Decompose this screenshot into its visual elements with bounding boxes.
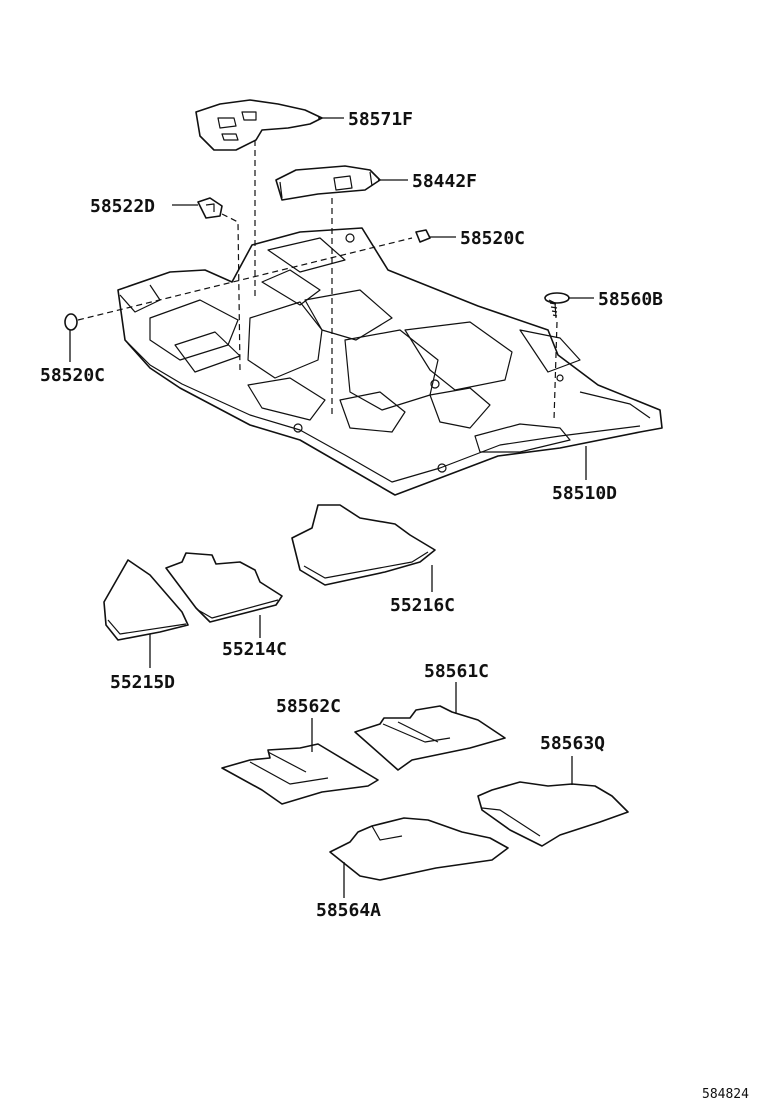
label-58510D: 58510D <box>552 483 617 504</box>
mat-58564A[interactable] <box>329 817 509 881</box>
label-55216C: 55216C <box>390 595 455 616</box>
clip-58522D[interactable] <box>197 197 223 219</box>
mat-58561C[interactable] <box>354 705 506 771</box>
clip-58520C-left[interactable] <box>64 313 78 331</box>
insulator-58571F[interactable] <box>195 99 323 151</box>
mat-55214C[interactable] <box>165 552 283 623</box>
label-55215D: 55215D <box>110 672 175 693</box>
pad-58442F[interactable] <box>275 165 381 201</box>
mat-55215D[interactable] <box>103 559 189 641</box>
assembly-lines <box>77 140 558 421</box>
label-58561C: 58561C <box>424 661 489 682</box>
label-58562C: 58562C <box>276 696 341 717</box>
leader-lines <box>69 117 594 898</box>
mat-58563Q[interactable] <box>477 781 629 847</box>
label-58520C-left: 58520C <box>40 365 105 386</box>
label-58522D: 58522D <box>90 196 155 217</box>
label-58442F: 58442F <box>412 171 477 192</box>
label-58520C-right: 58520C <box>460 228 525 249</box>
mat-58562C[interactable] <box>221 743 379 805</box>
floor-carpet-58510D[interactable] <box>117 227 663 496</box>
label-55214C: 55214C <box>222 639 287 660</box>
label-58564A: 58564A <box>316 900 381 921</box>
mat-55216C[interactable] <box>291 504 436 586</box>
clip-58520C-right[interactable] <box>415 229 431 243</box>
part-labels: 58571F 58442F 58522D 58520C 58560B 58520… <box>40 109 749 1102</box>
label-58563Q: 58563Q <box>540 733 605 754</box>
label-58560B: 58560B <box>598 289 663 310</box>
diagram-code: 584824 <box>702 1087 749 1102</box>
screw-58560B[interactable] <box>544 292 570 319</box>
label-58571F: 58571F <box>348 109 413 130</box>
